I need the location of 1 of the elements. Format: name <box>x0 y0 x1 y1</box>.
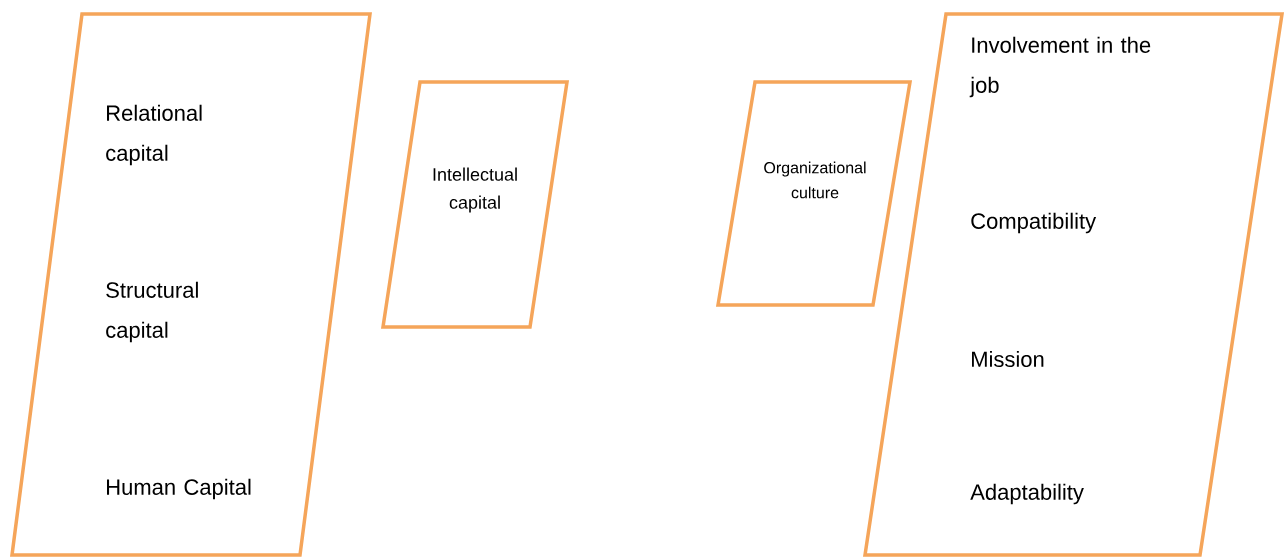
parallelogram-box: Relational capital Structural capital Human Capital <box>10 12 372 557</box>
